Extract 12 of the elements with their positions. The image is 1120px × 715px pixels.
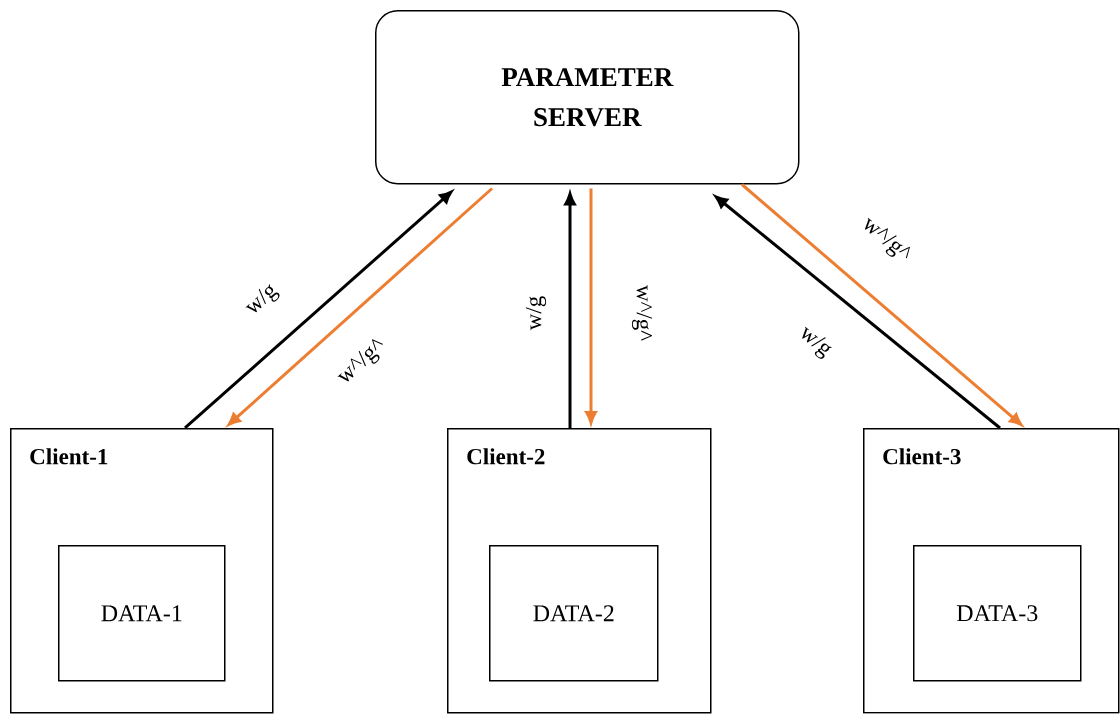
edge-label: w/g xyxy=(802,326,832,359)
edge-label: w^/g^ xyxy=(631,284,653,341)
server-box: PARAMETER SERVER xyxy=(375,10,800,185)
arrow xyxy=(741,183,1023,426)
arrow xyxy=(184,190,453,430)
edge-label: w/g xyxy=(525,296,547,331)
data-box: DATA-3 xyxy=(913,545,1082,682)
arrow xyxy=(227,187,493,426)
data-box: DATA-2 xyxy=(489,545,659,682)
data-box: DATA-1 xyxy=(58,545,226,682)
edge-label: w/g xyxy=(245,284,280,313)
arrow xyxy=(714,195,1001,430)
